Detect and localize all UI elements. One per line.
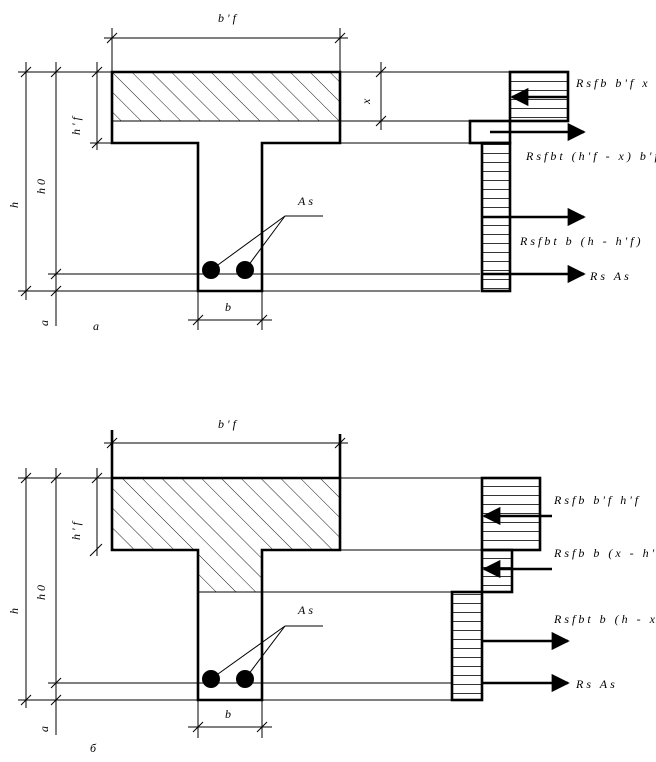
hf-tick-bottom <box>91 137 103 149</box>
h0-tick-bottom <box>50 268 62 280</box>
h-tick-bottom <box>20 694 32 706</box>
hf-tick-bottom <box>89 543 103 557</box>
force-label-2: Rsfb b (x - h'f) <box>553 546 656 560</box>
rebar-label: As <box>297 194 316 208</box>
x-tick-bottom <box>375 115 387 127</box>
web-compression-stress-hatch <box>482 550 512 592</box>
hf-label: h'f <box>69 114 83 135</box>
b-tick-left <box>192 721 204 733</box>
b-tick-left <box>192 314 204 326</box>
h0-label: h0 <box>34 176 48 194</box>
rebar-leader-right <box>244 215 286 271</box>
b-tick-right <box>256 721 268 733</box>
web-compression-stress-outline <box>480 548 514 594</box>
h0-tick-a <box>50 694 62 706</box>
b-tick-right <box>256 314 268 326</box>
diagram-b: As b'f h'f h0 h a b <box>7 417 656 755</box>
diagram-a: As b'f h'f h0 h a <box>7 11 656 333</box>
x-tick-top <box>375 66 387 78</box>
web-tension-stress-outline <box>450 590 484 702</box>
b-label: b <box>225 300 234 314</box>
h0-label: h0 <box>34 582 48 600</box>
bf-label: b'f <box>218 11 239 25</box>
a-label: a <box>37 317 51 326</box>
rebar-leader-right <box>244 625 286 680</box>
caption-b: б <box>90 741 99 755</box>
bf-tick-left <box>106 437 118 449</box>
force-label-2: Rsfbt (h'f - x) b'f <box>525 149 656 163</box>
h0-tick-top <box>50 472 62 484</box>
hf-tick-top <box>91 66 103 78</box>
bf-tick-left <box>106 32 118 44</box>
h0-tick-top <box>50 66 62 78</box>
hf-tick-top <box>91 472 103 484</box>
rebar-label: As <box>297 603 316 617</box>
web-tension-stress-hatch <box>452 592 482 700</box>
h-tick-top <box>20 66 32 78</box>
b-label: b <box>225 707 234 721</box>
h0-tick-a <box>50 285 62 297</box>
force-label-4: Rs As <box>589 269 632 283</box>
x-label: x <box>359 96 373 105</box>
bf-tick-right <box>334 437 346 449</box>
force-label-1: Rsfb b'f x <box>575 76 651 90</box>
caption-a: а <box>93 319 102 333</box>
flange-compression-stress-hatch <box>482 478 540 550</box>
force-label-3: Rsfbt b (h - x) <box>553 612 656 626</box>
hf-label: h'f <box>69 519 83 540</box>
bf-label: b'f <box>218 417 239 431</box>
compressed-zone-hatch <box>112 478 340 592</box>
force-label-1: Rsfb b'f h'f <box>553 493 641 507</box>
rebar-leader-left <box>210 215 286 271</box>
compressed-zone-hatch <box>112 72 340 121</box>
h-tick-top <box>20 472 32 484</box>
a-label: a <box>37 723 51 732</box>
h-label: h <box>7 199 21 208</box>
h0-tick-bottom <box>50 677 62 689</box>
h-tick-bottom <box>20 285 32 297</box>
rebar-leader-left <box>210 625 286 680</box>
h-label: h <box>7 605 21 614</box>
force-label-3: Rsfbt b (h - h'f) <box>519 234 644 248</box>
force-label-4: Rs As <box>575 677 618 691</box>
bf-tick-right <box>334 32 346 44</box>
